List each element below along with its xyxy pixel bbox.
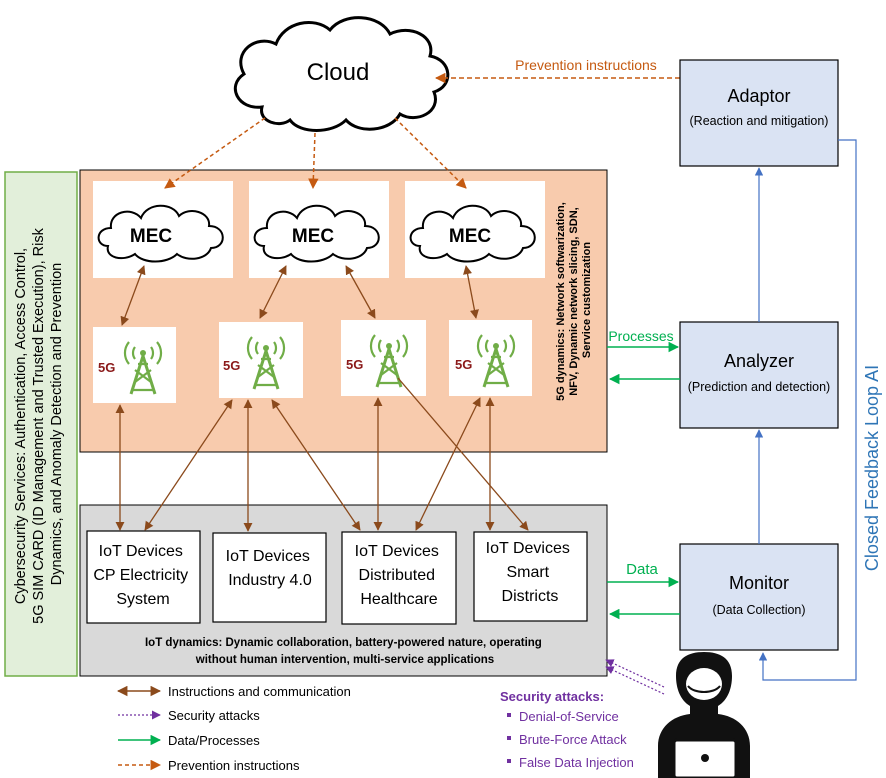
prevention-arrow-mec-1 — [164, 117, 266, 189]
hacker-icon — [658, 652, 750, 778]
cloud-label: Cloud — [307, 59, 370, 86]
mec-cloud-icon-2 — [253, 204, 380, 263]
mec-cloud-icon-3 — [409, 204, 536, 263]
legend-label-data: Data/Processes — [168, 733, 260, 748]
analyzer-title: Analyzer — [724, 351, 794, 371]
link-mec-tower-4 — [463, 265, 479, 319]
iot-box-1 — [86, 530, 201, 624]
monitor-title: Monitor — [729, 573, 789, 593]
attack-arrow-1 — [605, 659, 665, 688]
tower-label-4: 5G — [455, 357, 472, 372]
iot-text-3: IoT Devices Distributed Healthcare — [355, 543, 444, 608]
monitor-box — [679, 543, 839, 651]
prevention-label: Prevention instructions — [515, 57, 657, 73]
attack-item-2: Brute-Force Attack — [519, 732, 627, 747]
iot-text-4: IoT Devices Smart Districts — [486, 540, 575, 605]
adaptor-title: Adaptor — [727, 86, 790, 106]
attack-bullet-1 — [507, 713, 511, 717]
legend-label-attacks: Security attacks — [168, 708, 260, 723]
legend-label-instructions: Instructions and communication — [168, 684, 351, 699]
prevention-arrow-mec-2 — [308, 132, 319, 190]
prevention-arrow-mec-3 — [394, 117, 467, 189]
link-tower-device-2 — [144, 399, 233, 531]
iot-box-2 — [212, 532, 327, 623]
mec-label-3: MEC — [449, 226, 492, 247]
iot-text-1: IoT Devices CP Electricity System — [93, 543, 192, 608]
link-tower-device-7 — [415, 397, 481, 531]
mec-cloud-icon-1 — [97, 204, 224, 263]
iot-box-3 — [341, 531, 457, 625]
link-mec-tower-1 — [120, 265, 146, 326]
adaptor-subtitle: (Reaction and mitigation) — [690, 114, 829, 128]
attack-item-3: False Data Injection — [519, 755, 634, 770]
services-panel — [4, 171, 78, 677]
data-label: Data — [626, 561, 658, 578]
services-text: Cybersecurity Services: Authentication, … — [13, 224, 65, 624]
link-mec-tower-2 — [259, 265, 287, 319]
iot-dynamics-text: IoT dynamics: Dynamic collaboration, bat… — [145, 637, 545, 666]
attacks-title: Security attacks: — [500, 689, 604, 704]
tower-label-2: 5G — [223, 358, 240, 373]
cloud-icon — [233, 16, 450, 132]
attack-item-1: Denial-of-Service — [519, 709, 619, 724]
mec-label-1: MEC — [130, 226, 173, 247]
loop-return-line — [758, 139, 857, 681]
link-mec-tower-3 — [345, 265, 376, 319]
tower-label-1: 5G — [98, 360, 115, 375]
adaptor-box — [679, 59, 839, 167]
tower-label-3: 5G — [346, 357, 363, 372]
attack-bullet-2 — [507, 736, 511, 740]
analyzer-subtitle: (Prediction and detection) — [688, 380, 830, 394]
analyzer-box — [679, 321, 839, 429]
legend-label-prevention: Prevention instructions — [168, 758, 300, 773]
processes-label: Processes — [608, 328, 673, 344]
attack-arrow-2 — [605, 666, 665, 695]
link-tower-device-4 — [271, 399, 361, 531]
iot-text-2: IoT Devices Industry 4.0 — [226, 548, 315, 589]
attack-bullet-3 — [507, 759, 511, 763]
iot-box-4 — [473, 531, 588, 622]
loop-label: Closed Feedback Loop AI — [862, 365, 882, 571]
monitor-subtitle: (Data Collection) — [712, 603, 805, 617]
mec-label-2: MEC — [292, 226, 335, 247]
fiveg-dynamics-text: 5G dynamics: Network softwarization, NFV… — [555, 199, 593, 401]
